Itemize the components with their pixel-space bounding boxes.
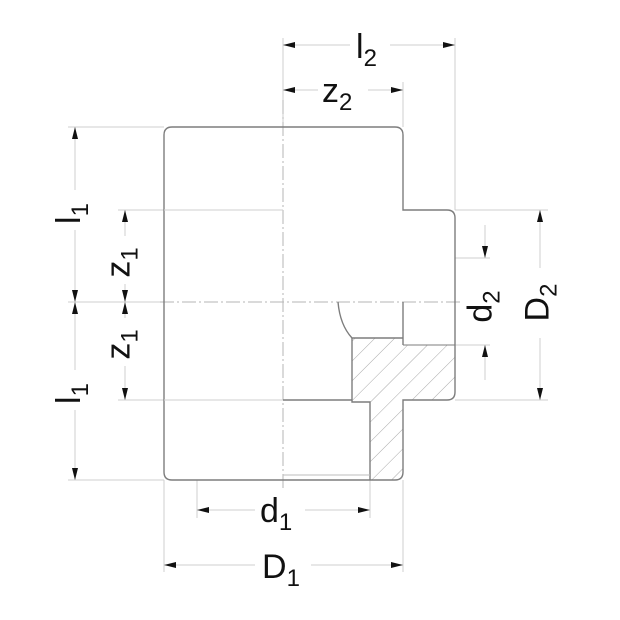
- dim-label-z1-bottom: z1: [99, 329, 144, 360]
- hatched-section: [352, 338, 455, 480]
- dim-label-d2: d2: [461, 290, 506, 323]
- dim-label-z1-top: z1: [99, 247, 144, 278]
- outline: [163, 126, 456, 481]
- dim-label-d1: d1: [260, 492, 293, 536]
- dim-label-D1: D1: [262, 548, 300, 592]
- center-lines: [160, 100, 462, 490]
- dim-label-l1-bottom: l1: [49, 383, 94, 404]
- label-masks: [58, 28, 562, 590]
- dim-label-z2: z2: [322, 72, 353, 116]
- dim-label-l1-top: l1: [49, 203, 94, 224]
- dim-label-D2: D2: [518, 283, 563, 322]
- dim-label-l2: l2: [356, 28, 377, 72]
